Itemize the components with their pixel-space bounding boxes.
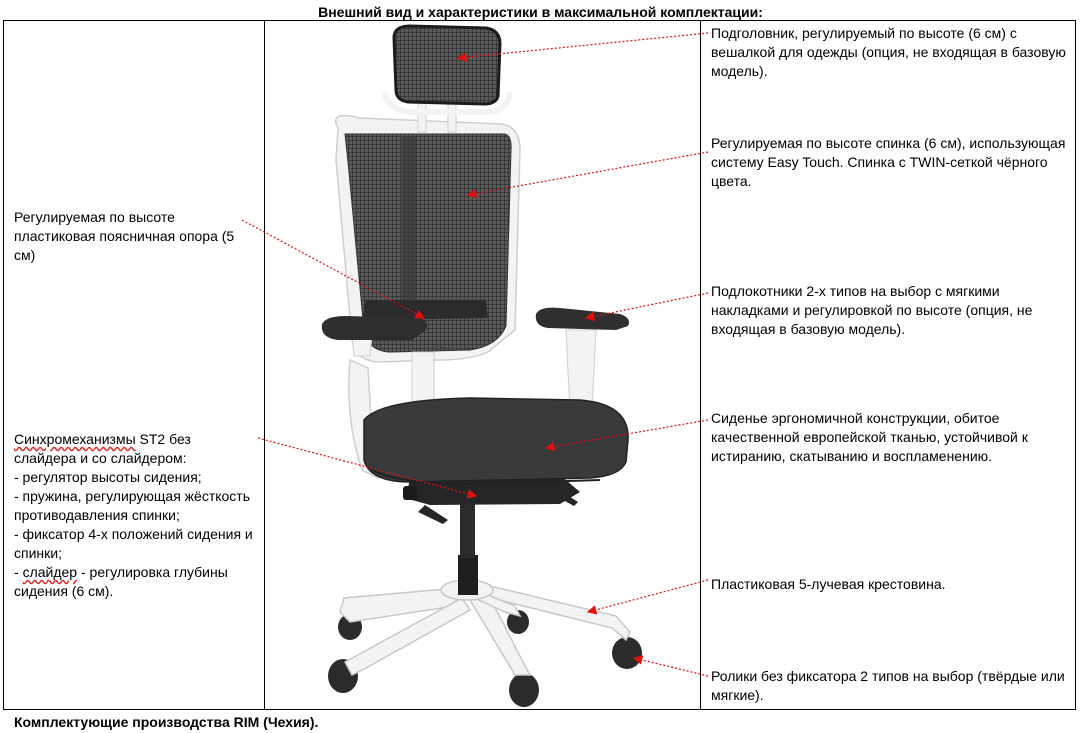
headrest-hanger bbox=[381, 91, 513, 115]
note-seat: Сиденье эргономичной конструкции, обитое… bbox=[711, 410, 1028, 464]
note-mechanism-title: Синхромеханизмы ST2 без слайдера и со сл… bbox=[14, 430, 254, 468]
mechanism-item-1: - регулятор высоты сидения; bbox=[14, 469, 202, 485]
mechanism-item-4-word: слайдер bbox=[22, 564, 78, 580]
seat-underside bbox=[371, 469, 601, 486]
table-frame bbox=[3, 20, 1076, 710]
note-casters: Ролики без фиксатора 2 типов на выбор (т… bbox=[711, 668, 1065, 703]
note-headrest: Подголовник, регулируемый по высоте (6 с… bbox=[711, 25, 1066, 79]
page-footer: Комплектующие производства RIM (Чехия). bbox=[14, 714, 319, 730]
armrests bbox=[321, 307, 629, 413]
page-heading: Внешний вид и характеристики в максималь… bbox=[318, 4, 763, 20]
gas-lift-upper bbox=[460, 500, 475, 558]
lumbar-rail bbox=[402, 136, 416, 306]
note-mechanism: Синхромеханизмы ST2 без слайдера и со сл… bbox=[14, 430, 254, 601]
headrest bbox=[392, 24, 502, 106]
mechanism-item-4-rest: - регулировка глубины сидения (6 см). bbox=[14, 564, 228, 599]
note-backrest: Регулируемая по высоте спинка (6 см), ис… bbox=[711, 135, 1066, 189]
column-divider-left bbox=[264, 20, 265, 710]
chair-base bbox=[339, 579, 631, 676]
mechanism-title-rest: ST2 без слайдера и со слайдером: bbox=[14, 431, 191, 466]
note-armrests: Подлокотники 2-х типов на выбор с мягким… bbox=[711, 283, 1033, 337]
column-divider-right bbox=[700, 20, 701, 710]
annotation-lines bbox=[241, 32, 709, 677]
mechanism-item-3: - фиксатор 4-х положений сидения и спинк… bbox=[14, 526, 253, 561]
seat-cushion bbox=[363, 397, 629, 483]
note-lumbar-support: Регулируемая по высоте пластиковая поясн… bbox=[14, 209, 235, 263]
mechanism-item-2: - пружина, регулирующая жёсткость против… bbox=[14, 488, 251, 523]
backrest-connector bbox=[411, 351, 435, 405]
gas-lift-lower bbox=[458, 555, 478, 595]
note-base: Пластиковая 5-лучевая крестовина. bbox=[711, 576, 946, 592]
mechanism-item-4: - слайдер - регулировка глубины сидения … bbox=[14, 564, 228, 599]
mechanism-title-word: Синхромеханизмы bbox=[14, 431, 136, 447]
